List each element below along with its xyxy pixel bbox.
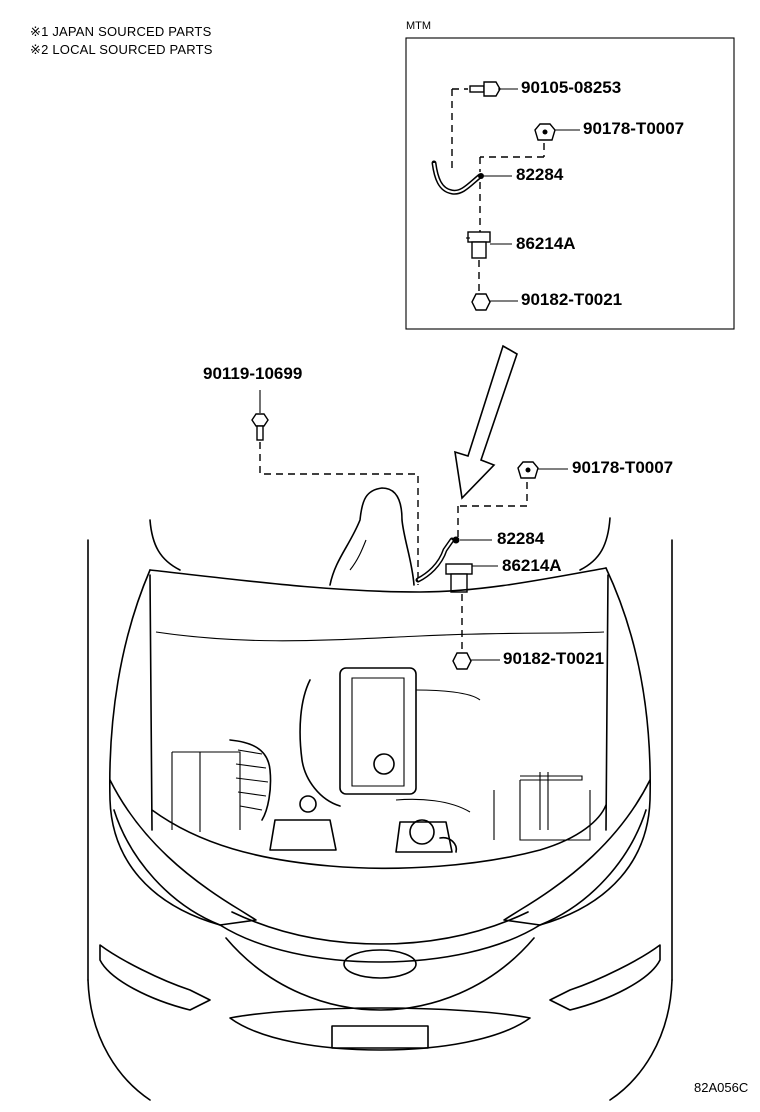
inset-clip-icon (471, 293, 518, 311)
main-clip-icon (452, 652, 500, 670)
inset-label-clip: 90182-T0021 (521, 290, 623, 309)
note-local-sourced: ※2 LOCAL SOURCED PARTS (30, 42, 213, 57)
inset-label-bracket: 86214A (516, 234, 576, 253)
inset-label: MTM (406, 20, 432, 32)
note-japan-sourced: ※1 JAPAN SOURCED PARTS (30, 24, 212, 39)
engine-outline (171, 667, 591, 853)
main-label-wire: 82284 (497, 529, 545, 548)
main-label-nut: 90178-T0007 (572, 458, 674, 477)
inset-label-nut: 90178-T0007 (583, 119, 685, 138)
main-label-bolt: 90119-10699 (203, 364, 303, 383)
inset-bolt-icon (452, 81, 518, 97)
figure-code: 82A056C (694, 1080, 749, 1095)
brake-booster-outline (329, 487, 415, 586)
main-ground-wire-icon (415, 536, 492, 583)
inset-label-wire: 82284 (516, 165, 564, 184)
main-bolt-icon (251, 390, 269, 441)
main-bracket-icon (445, 563, 498, 593)
inset-nut-icon (534, 123, 580, 141)
vehicle-front-outline (87, 517, 673, 1101)
main-label-bracket: 86214A (502, 556, 562, 575)
inset-bracket-icon (466, 231, 512, 259)
inset-ground-wire-icon (431, 160, 512, 195)
main-nut-icon (517, 461, 568, 479)
inset-frame (405, 37, 735, 330)
inset-label-bolt: 90105-08253 (521, 78, 622, 97)
main-label-clip: 90182-T0021 (503, 649, 605, 668)
location-arrow-icon (454, 344, 518, 500)
